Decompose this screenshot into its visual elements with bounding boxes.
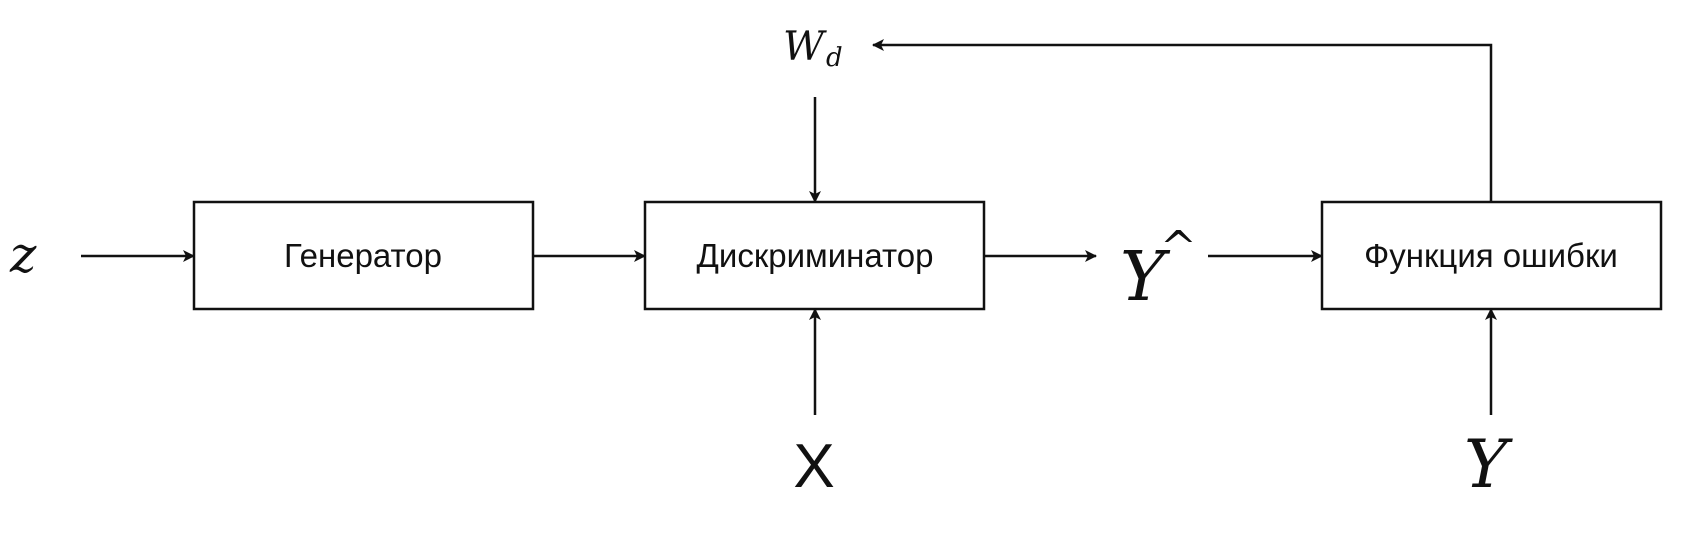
x-label: X: [793, 432, 834, 501]
y-hat-accent: ^: [1160, 222, 1197, 273]
wd-label: W d: [783, 24, 843, 73]
arrow-loss-feedback-to-wd: [872, 39, 1493, 202]
generator-label: Генератор: [284, 237, 442, 274]
loss-function-label: Функция ошибки: [1364, 237, 1618, 274]
loss-function-block: Функция ошибки: [1320, 200, 1663, 311]
y-hat-main: Y: [1120, 238, 1171, 317]
z-label: z: [9, 226, 37, 284]
y-hat-label: Y ^: [1120, 222, 1197, 317]
wd-subscript: d: [826, 43, 843, 73]
y-label: Y: [1464, 426, 1513, 503]
discriminator-block: Дискриминатор: [643, 200, 986, 311]
discriminator-label: Дискриминатор: [697, 237, 934, 274]
wd-main: W: [783, 24, 827, 70]
generator-block: Генератор: [192, 200, 535, 311]
